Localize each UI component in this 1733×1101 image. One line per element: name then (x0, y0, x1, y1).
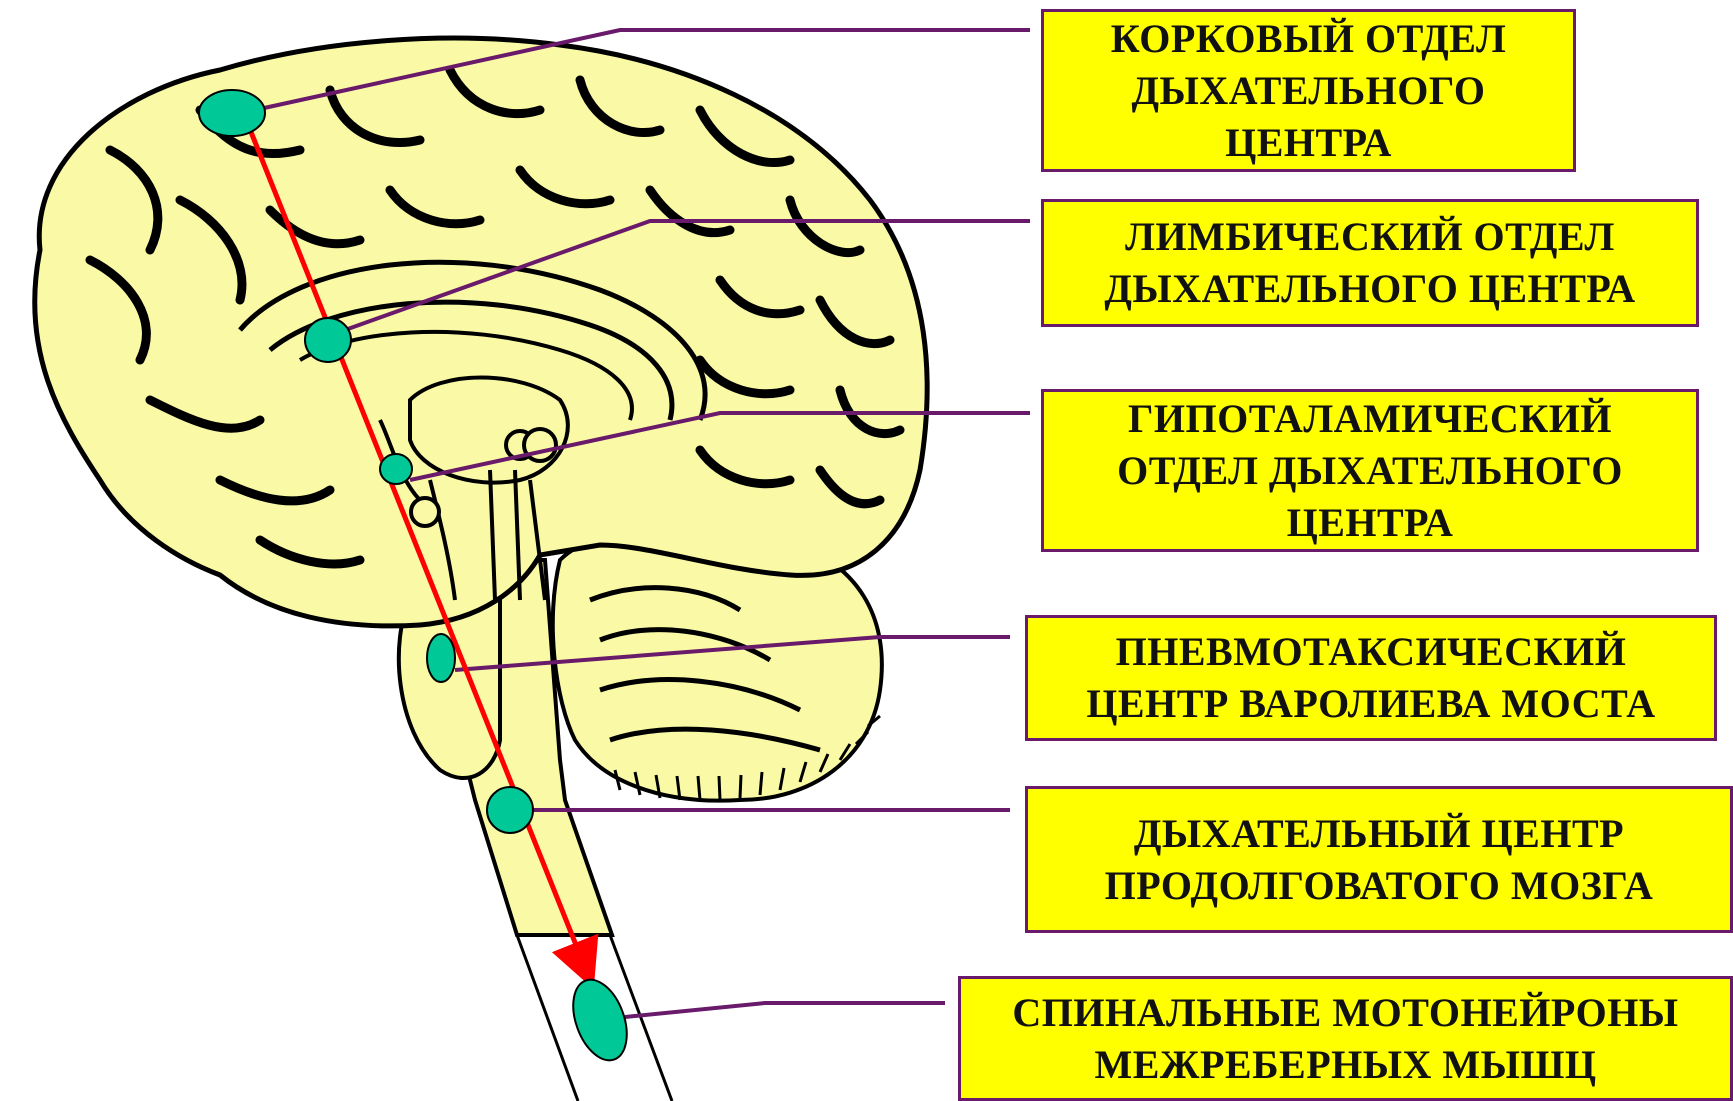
label-pneumotaxic-center: ПНЕВМОТАКСИЧЕСКИЙ ЦЕНТР ВАРОЛИЕВА МОСТА (1025, 615, 1717, 741)
node-spinal[interactable] (563, 972, 637, 1067)
node-hypothalamic[interactable] (380, 454, 412, 484)
label-spinal-motoneurons: СПИНАЛЬНЫЕ МОТОНЕЙРОНЫ МЕЖРЕБЕРНЫХ МЫШЦ (958, 976, 1733, 1101)
label-hypothalamic-center: ГИПОТАЛАМИЧЕСКИЙ ОТДЕЛ ДЫХАТЕЛЬНОГО ЦЕНТ… (1041, 389, 1699, 552)
label-medulla-center: ДЫХАТЕЛЬНЫЙ ЦЕНТР ПРОДОЛГОВАТОГО МОЗГА (1025, 786, 1733, 933)
node-medulla[interactable] (487, 787, 533, 833)
label-limbic-center: ЛИМБИЧЕСКИЙ ОТДЕЛ ДЫХАТЕЛЬНОГО ЦЕНТРА (1041, 199, 1699, 327)
node-pneumotaxic[interactable] (427, 634, 455, 682)
cerebrum (35, 38, 927, 626)
label-cortical-center: КОРКОВЫЙ ОТДЕЛ ДЫХАТЕЛЬНОГО ЦЕНТРА (1041, 9, 1576, 172)
node-cortical[interactable] (199, 90, 265, 136)
node-limbic[interactable] (305, 318, 351, 362)
